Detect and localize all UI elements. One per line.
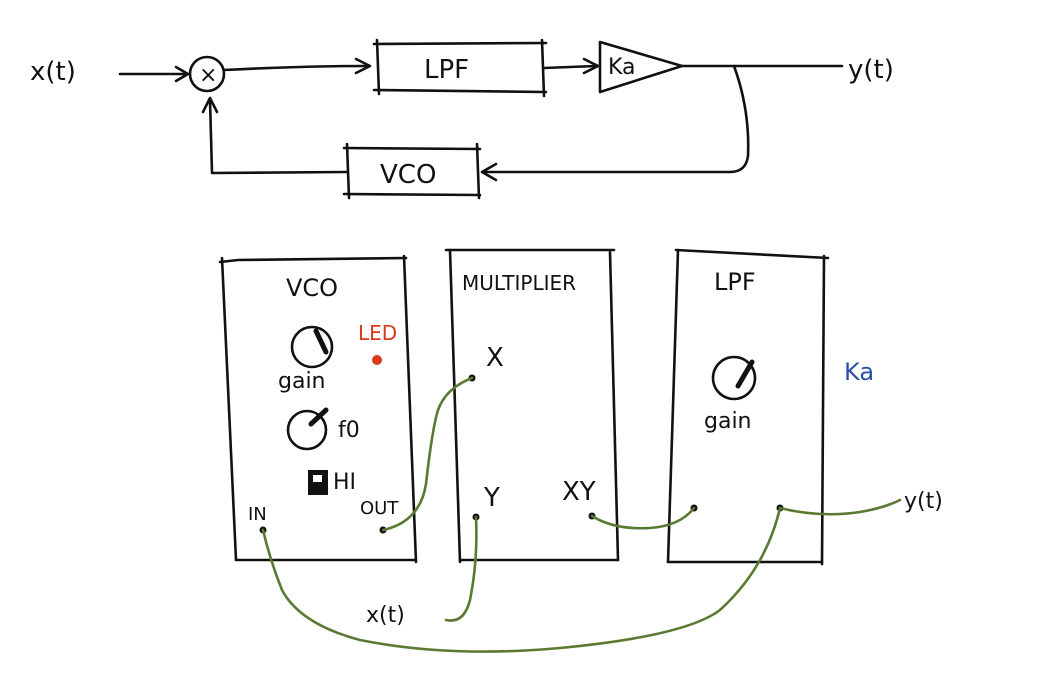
- multiplier-module: MULTIPLIER X Y XY: [444, 248, 620, 564]
- block-diagram: x(t) × LPF: [30, 38, 894, 200]
- vco-in-jack-label: IN: [248, 504, 267, 525]
- multiplier-x-jack-label: X: [486, 343, 504, 373]
- vco-range-switch-label: HI: [333, 470, 356, 495]
- input-signal-label: x(t): [30, 57, 76, 87]
- multiplier-symbol: ×: [199, 63, 217, 88]
- vco-module-title: VCO: [286, 274, 338, 302]
- lpf-gain-knob[interactable]: [711, 355, 757, 401]
- output-signal-label: y(t): [848, 55, 894, 85]
- lpf-gain-knob-label: gain: [704, 409, 752, 434]
- multiplier-module-title: MULTIPLIER: [462, 271, 576, 295]
- lpf-block-label: LPF: [424, 55, 469, 85]
- vco-f0-knob-label: f0: [338, 418, 360, 443]
- vco-block-label: VCO: [380, 160, 436, 190]
- patch-output-label: y(t): [904, 489, 943, 514]
- patch-input-label: x(t): [366, 603, 405, 628]
- input-arrow: [118, 65, 190, 83]
- gain-amplifier: Ka: [598, 40, 684, 94]
- vco-gain-knob-label: gain: [278, 369, 326, 394]
- cable-lpf-out-to-vco-in: [261, 506, 782, 653]
- feedback-path: [480, 64, 750, 182]
- vco-gain-knob[interactable]: [290, 325, 334, 369]
- vco-led-label: LED: [358, 321, 397, 345]
- vco-led-indicator: [372, 355, 382, 365]
- vco-block: VCO: [342, 142, 482, 200]
- cable-lpf-out-to-yt: [778, 498, 902, 516]
- cable-vco-out-to-multiplier-x: [381, 376, 474, 532]
- lpf-module: LPF gain: [666, 248, 830, 566]
- ka-annotation: Ka: [844, 358, 874, 386]
- lpf-to-gain-arrow: [542, 57, 600, 75]
- multiplier-to-lpf-arrow: [222, 57, 372, 75]
- vco-to-multiplier-path: [201, 96, 349, 175]
- lpf-module-title: LPF: [714, 268, 756, 296]
- patch-cables: [261, 376, 902, 653]
- gain-amplifier-label: Ka: [608, 55, 636, 80]
- lpf-block: LPF: [372, 38, 548, 98]
- vco-range-switch[interactable]: [308, 470, 328, 495]
- multiplier-node: ×: [188, 55, 226, 93]
- multiplier-y-jack-label: Y: [483, 483, 500, 513]
- multiplier-xy-jack-label: XY: [562, 477, 596, 507]
- vco-f0-knob[interactable]: [286, 407, 329, 451]
- vco-module: VCO gain LED f0 HI IN OUT: [218, 254, 418, 564]
- vco-out-jack-label: OUT: [360, 498, 399, 519]
- cable-xt-to-multiplier-y: [444, 515, 478, 622]
- cable-multiplier-xy-to-lpf-in: [590, 506, 696, 530]
